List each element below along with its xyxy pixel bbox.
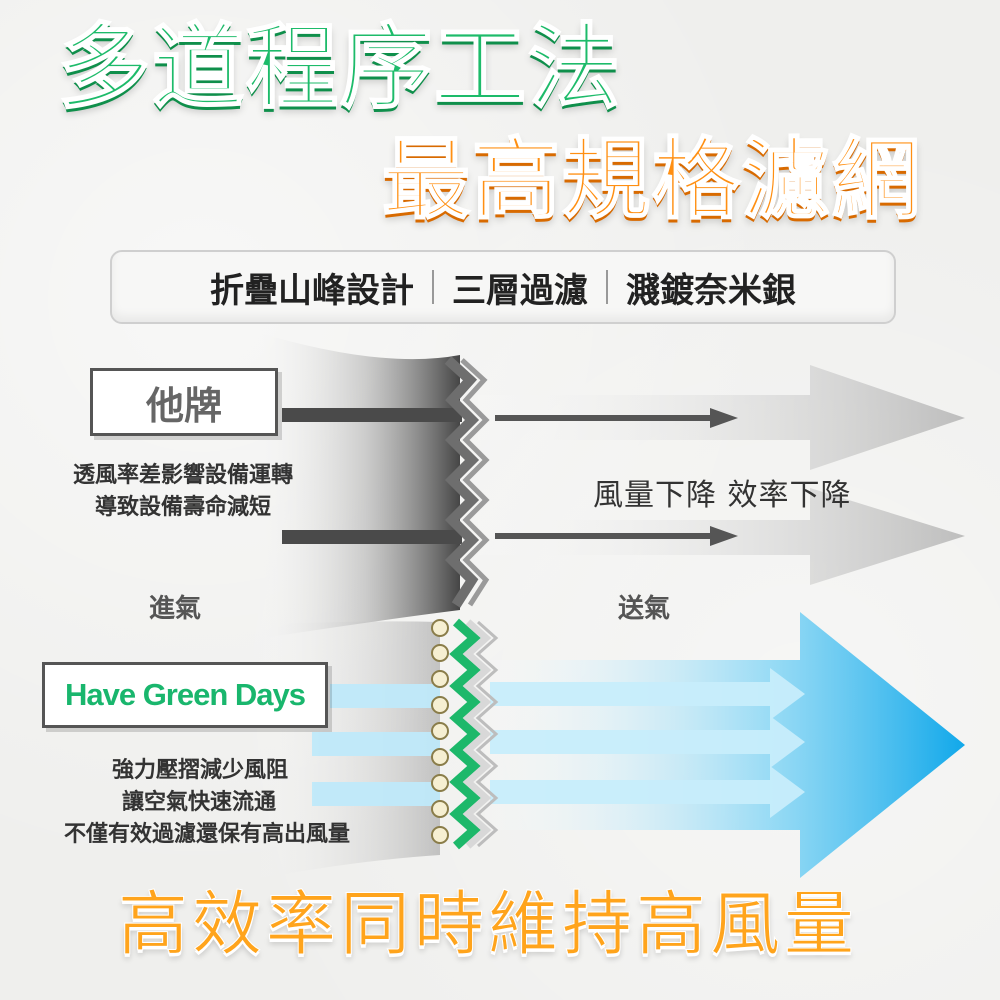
arrow-right-icon: [495, 408, 738, 428]
zigzag-filter-icon: [462, 619, 492, 849]
our-brand-description: 強力壓摺減少風阻 讓空氣快速流通 不僅有效過濾還保有高出風量: [10, 755, 350, 851]
other-intake-funnel: [250, 330, 460, 640]
other-brand-description: 透風率差影響設備運轉 導致設備壽命減短: [52, 460, 314, 524]
our-brand-label: Have Green Days: [42, 662, 328, 728]
headline-line-2: 最高規格濾網: [381, 128, 923, 231]
arrow-right-icon: [490, 668, 805, 818]
slogan: 高效率同時維持高風量: [118, 883, 858, 966]
ours-inflow-bar-3: [312, 782, 440, 806]
feature-divider: [606, 270, 608, 304]
our-desc-line: 讓空氣快速流通: [121, 790, 276, 815]
feature-nano-silver: 濺鍍奈米銀: [626, 270, 796, 311]
intake-label: 進氣: [149, 594, 202, 624]
our-desc-line: 強力壓摺減少風阻: [111, 758, 288, 783]
other-desc-line: 導致設備壽命減短: [94, 495, 271, 520]
feature-three-layer: 三層過濾: [452, 270, 588, 311]
other-inflow-bar-2: [282, 530, 462, 544]
our-desc-line: 不僅有效過濾還保有高出風量: [63, 822, 350, 847]
outtake-label: 送氣: [618, 594, 671, 624]
other-desc-line: 透風率差影響設備運轉: [72, 463, 293, 488]
feature-fold: 折疊山峰設計: [210, 270, 414, 311]
ours-inflow-bar-1: [330, 684, 440, 708]
headline-line-1: 多道程序工法: [57, 14, 623, 121]
silver-particle-icon: [431, 619, 449, 844]
ours-inflow-bar-2: [312, 732, 440, 756]
other-inflow-bar-1: [282, 408, 462, 422]
arrow-right-icon: [495, 526, 738, 546]
other-result-note: 風量下降 效率下降: [593, 478, 852, 513]
feature-divider: [432, 270, 434, 304]
feature-bar: 折疊山峰設計 三層過濾 濺鍍奈米銀: [110, 250, 896, 324]
other-brand-label: 他牌: [90, 368, 278, 436]
zigzag-filter-icon: [444, 356, 480, 608]
